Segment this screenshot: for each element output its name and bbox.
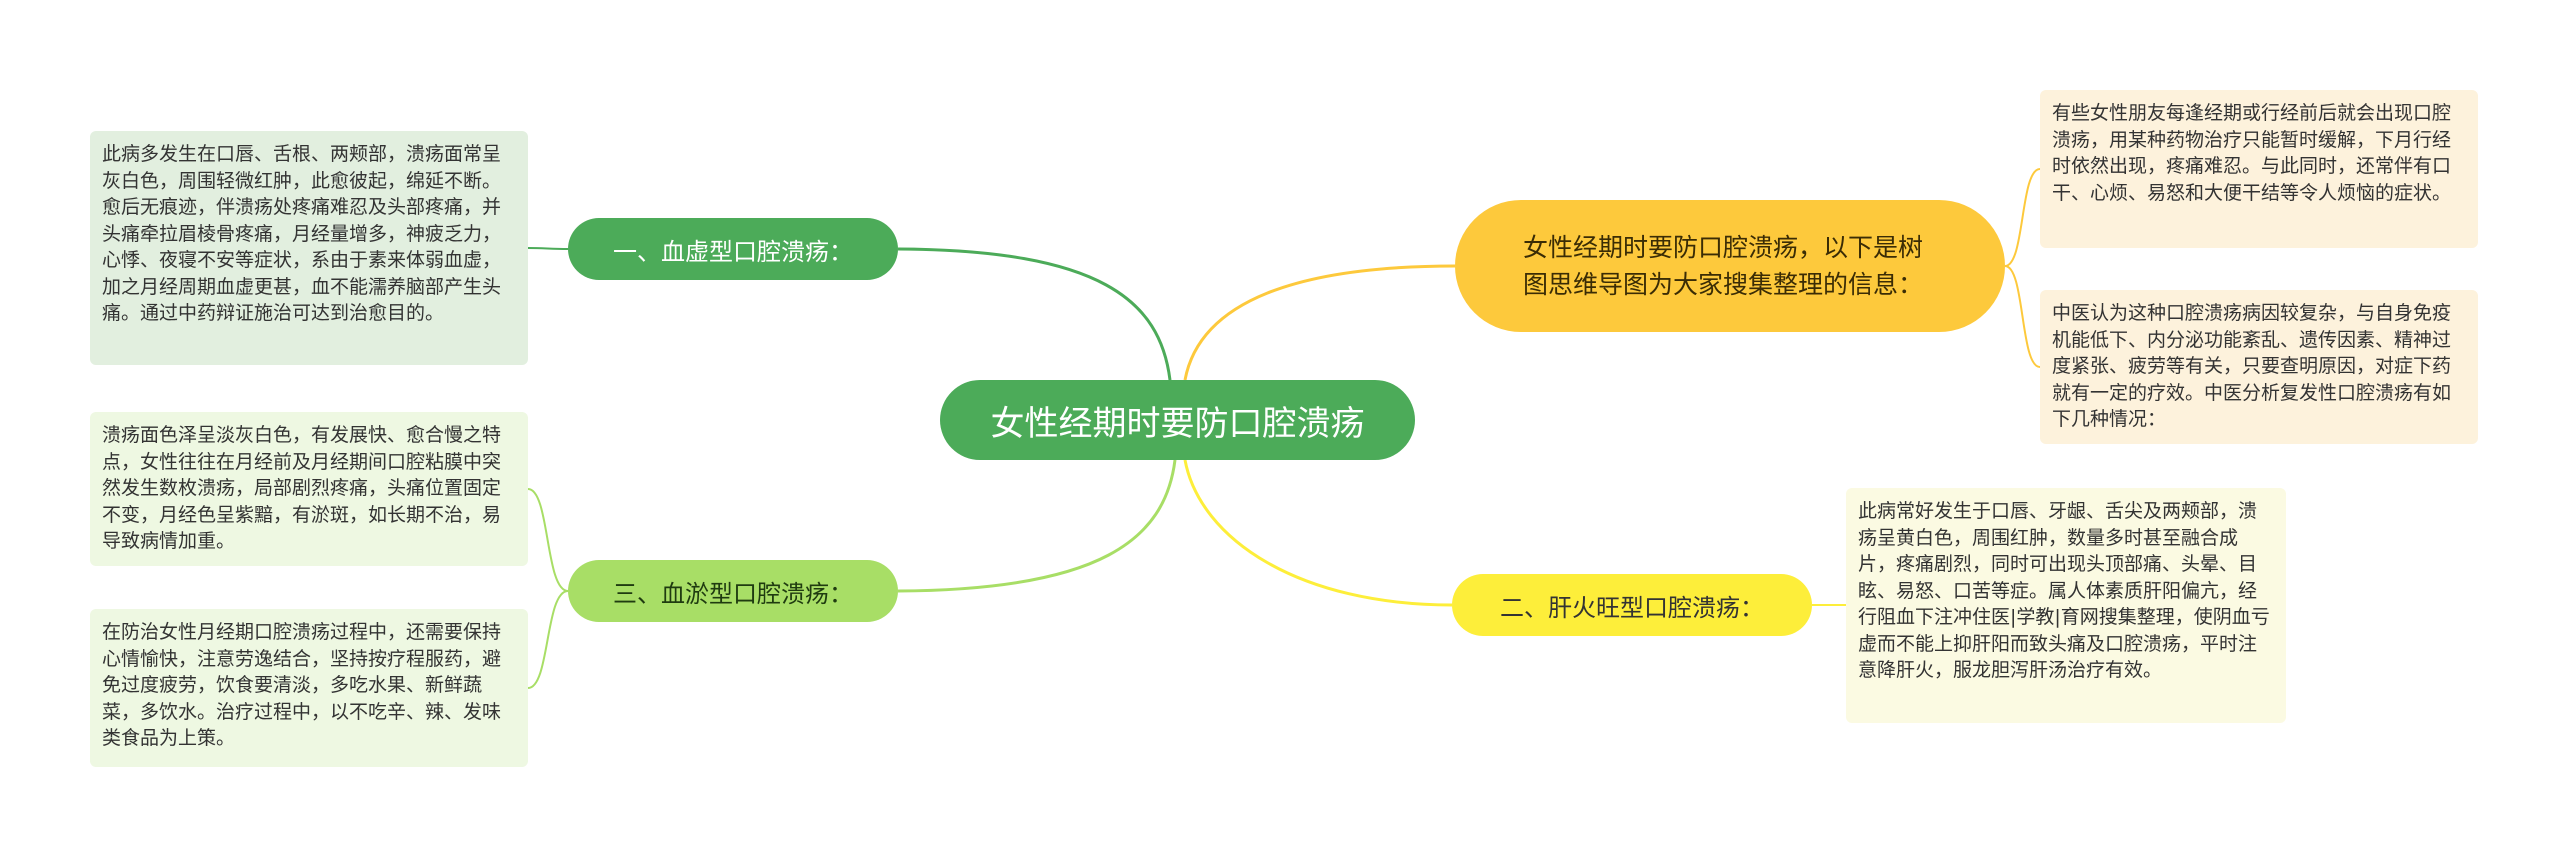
branch-node-blood-deficiency[interactable]: 一、血虚型口腔溃疡： [568,218,898,280]
root-node[interactable]: 女性经期时要防口腔溃疡 [940,380,1415,460]
branch-label: 女性经期时要防口腔溃疡，以下是树图思维导图为大家搜集整理的信息： [1523,233,1924,299]
leaf-text: 有些女性朋友每逢经期或行经前后就会出现口腔溃疡，用某种药物治疗只能暂时缓解，下月… [2052,102,2452,204]
link-b3-leaf-a [527,488,569,592]
branch-label: 一、血虚型口腔溃疡： [613,237,853,266]
root-title: 女性经期时要防口腔溃疡 [990,403,1365,444]
link-root-b1 [897,247,1172,381]
link-root-b3 [897,459,1177,593]
branch-node-liver-fire[interactable]: 二、肝火旺型口腔溃疡： [1452,574,1812,636]
leaf-node-intro-symptoms[interactable]: 有些女性朋友每逢经期或行经前后就会出现口腔溃疡，用某种药物治疗只能暂时缓解，下月… [2040,90,2478,248]
branch-node-blood-stasis[interactable]: 三、血淤型口腔溃疡： [568,560,898,622]
branch-label: 三、血淤型口腔溃疡： [613,579,853,608]
leaf-node-blood-stasis-prevention[interactable]: 在防治女性月经期口腔溃疡过程中，还需要保持心情愉快，注意劳逸结合，坚持按疗程服药… [90,609,528,767]
branch-node-intro[interactable]: 女性经期时要防口腔溃疡，以下是树图思维导图为大家搜集整理的信息： [1455,200,2005,332]
leaf-node-intro-tcm[interactable]: 中医认为这种口腔溃疡病因较复杂，与自身免疫机能低下、内分泌功能紊乱、遗传因素、精… [2040,290,2478,444]
leaf-text: 此病多发生在口唇、舌根、两颊部，溃疡面常呈灰白色，周围轻微红肿，此愈彼起，绵延不… [102,143,502,324]
leaf-text: 在防治女性月经期口腔溃疡过程中，还需要保持心情愉快，注意劳逸结合，坚持按疗程服药… [102,621,502,749]
leaf-node-blood-deficiency[interactable]: 此病多发生在口唇、舌根、两颊部，溃疡面常呈灰白色，周围轻微红肿，此愈彼起，绵延不… [90,131,528,365]
leaf-node-liver-fire[interactable]: 此病常好发生于口唇、牙龈、舌尖及两颊部，溃疡呈黄白色，周围红肿，数量多时甚至融合… [1846,488,2286,723]
leaf-text: 中医认为这种口腔溃疡病因较复杂，与自身免疫机能低下、内分泌功能紊乱、遗传因素、精… [2052,302,2452,430]
link-root-b4 [1183,264,1456,381]
leaf-node-blood-stasis-symptoms[interactable]: 溃疡面色泽呈淡灰白色，有发展快、愈合慢之特点，女性往往在月经前及月经期间口腔粘膜… [90,412,528,566]
link-b4-leaf-a [2004,168,2041,267]
branch-label: 二、肝火旺型口腔溃疡： [1500,593,1764,622]
link-root-b2 [1183,459,1453,607]
link-b1-leaf [527,247,569,250]
leaf-text: 此病常好发生于口唇、牙龈、舌尖及两颊部，溃疡呈黄白色，周围红肿，数量多时甚至融合… [1858,500,2270,681]
link-b3-leaf-b [527,590,569,689]
link-b4-leaf-b [2004,265,2041,368]
leaf-text: 溃疡面色泽呈淡灰白色，有发展快、愈合慢之特点，女性往往在月经前及月经期间口腔粘膜… [102,424,502,552]
